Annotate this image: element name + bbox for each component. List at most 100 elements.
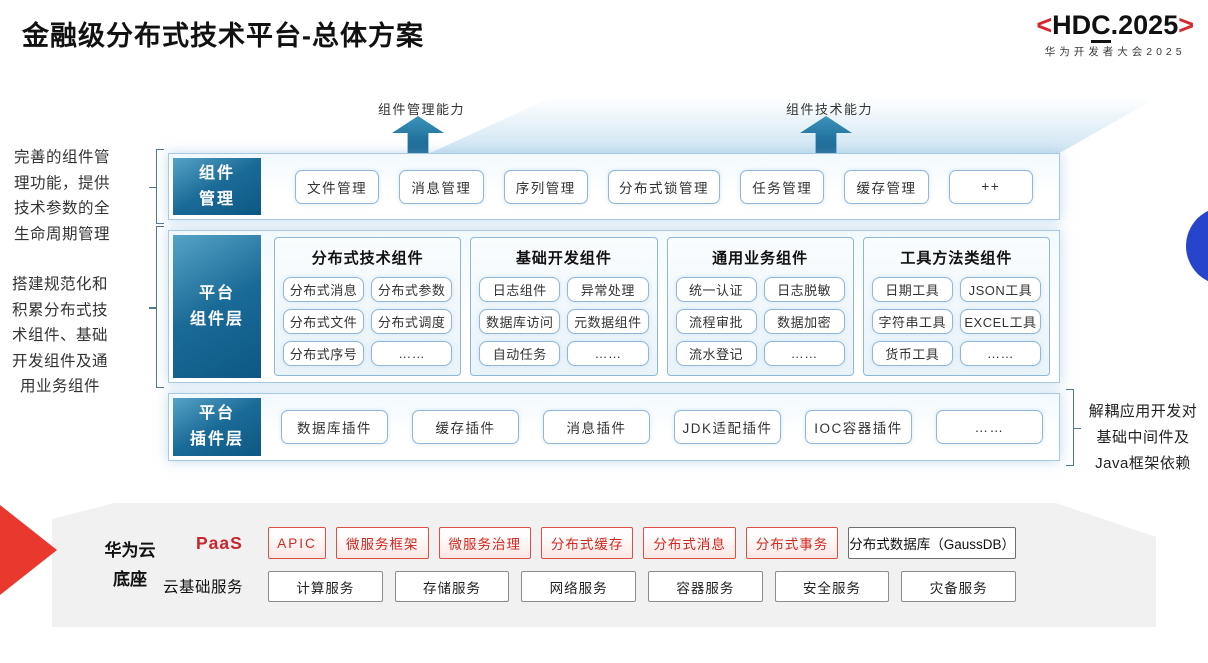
group-items: 日期工具 JSON工具 字符串工具 EXCEL工具 货币工具 …… [871, 277, 1041, 366]
paas-service-box: 分布式事务 [745, 527, 839, 559]
paas-service-box: 微服务治理 [438, 527, 531, 559]
cloud-services-label: 云基础服务 [163, 579, 244, 596]
group-items: 分布式消息 分布式参数 分布式文件 分布式调度 分布式序号 …… [283, 277, 453, 366]
platform-component-groups: 分布式技术组件 分布式消息 分布式参数 分布式文件 分布式调度 分布式序号 ……… [265, 231, 1059, 382]
plugin-box: IOC容器插件 [805, 410, 912, 444]
row-label-line: 组件层 [189, 310, 244, 328]
mgmt-capability-label: 组件管理能力 [378, 102, 466, 117]
note-line: 术组件、基础 [12, 327, 109, 344]
component-box: 日志组件 [479, 277, 561, 302]
hdc-2025-logo: <HDC.2025> 华为开发者大会2025 [1036, 10, 1194, 59]
hdc-text-hd: HD [1052, 10, 1092, 40]
cloud-service-box: 网络服务 [521, 571, 637, 602]
cloud-service-box: 灾备服务 [901, 571, 1017, 602]
component-box: 分布式序号 [283, 341, 365, 366]
note-line: 搭建规范化和 [12, 276, 109, 293]
component-box: EXCEL工具 [959, 309, 1041, 334]
huawei-cloud-foundation-label: 华为云 底座 [96, 536, 164, 594]
note-line: 解耦应用开发对 [1088, 403, 1198, 420]
note-line: 用业务组件 [20, 378, 101, 395]
note-line: 开发组件及通 [12, 352, 109, 370]
component-box: 分布式调度 [371, 309, 453, 334]
group-title: 基础开发组件 [515, 250, 612, 267]
component-box: 分布式锁管理 [607, 169, 721, 204]
hdc-subtitle: 华为开发者大会2025 [1044, 46, 1186, 58]
page-title: 金融级分布式技术平台-总体方案 [22, 21, 424, 51]
mgmt-capability-arrow-icon [392, 116, 444, 153]
huawei-cloud-foundation-panel [52, 503, 1156, 627]
group-items: 日志组件 异常处理 数据库访问 元数据组件 自动任务 …… [479, 277, 649, 366]
component-box: 分布式消息 [283, 277, 365, 302]
component-box: 自动任务 [479, 341, 561, 366]
note-line: 技术参数的全 [14, 200, 111, 217]
component-box: 日期工具 [871, 277, 953, 302]
plugin-box: …… [936, 410, 1043, 444]
platform-component-row: 平台 组件层 分布式技术组件 分布式消息 分布式参数 分布式文件 分布式调度 分… [168, 230, 1060, 383]
component-box: 数据库访问 [479, 309, 561, 334]
component-box: …… [371, 341, 453, 366]
note-line: 完善的组件管 [14, 149, 111, 166]
group-tool-methods: 工具方法类组件 日期工具 JSON工具 字符串工具 EXCEL工具 货币工具 …… [862, 237, 1050, 376]
plugin-box: 数据库插件 [281, 410, 388, 444]
note-component-management: 完善的组件管 理功能，提供 技术参数的全 生命周期管理 [14, 145, 110, 247]
component-box: 分布式文件 [283, 309, 365, 334]
foundation-label-line: 底座 [113, 570, 147, 589]
platform-plugin-row: 平台 插件层 数据库插件 缓存插件 消息插件 JDK适配插件 IOC容器插件 …… [168, 393, 1060, 461]
tech-capability-label: 组件技术能力 [786, 102, 874, 117]
bracket-left-row1 [149, 149, 164, 224]
platform-plugin-items: 数据库插件 缓存插件 消息插件 JDK适配插件 IOC容器插件 …… [265, 394, 1059, 460]
component-box: 元数据组件 [567, 309, 649, 334]
paas-label: PaaS [196, 533, 243, 553]
row-label-line: 平台 [198, 284, 235, 302]
note-line: 生命周期管理 [14, 225, 111, 243]
component-box: ++ [948, 169, 1033, 204]
plugin-box: 消息插件 [543, 410, 650, 444]
platform-component-row-label: 平台 组件层 [173, 235, 261, 378]
component-box: 流程审批 [675, 309, 757, 334]
group-items: 统一认证 日志脱敏 流程审批 数据加密 流水登记 …… [675, 277, 845, 366]
component-box: 日志脱敏 [763, 277, 845, 302]
component-box: JSON工具 [959, 277, 1041, 302]
bracket-left-row2 [149, 226, 164, 388]
group-common-business: 通用业务组件 统一认证 日志脱敏 流程审批 数据加密 流水登记 …… [666, 237, 854, 376]
gaussdb-box: 分布式数据库（GaussDB） [848, 527, 1017, 559]
row-label-line: 平台 [198, 405, 235, 422]
group-title: 分布式技术组件 [311, 250, 424, 267]
group-title: 工具方法类组件 [900, 250, 1013, 267]
component-box: 消息管理 [399, 169, 484, 204]
note-line: 基础中间件及 [1096, 429, 1190, 446]
plugin-box: JDK适配插件 [674, 410, 781, 444]
note-line: 理功能，提供 [14, 174, 111, 192]
row-label-line: 插件层 [189, 431, 244, 448]
hdc-text-c: C [1091, 10, 1111, 43]
note-line: Java框架依赖 [1095, 455, 1191, 472]
component-box: …… [567, 341, 649, 366]
cloud-service-box: 计算服务 [268, 571, 383, 602]
decorative-blue-circle [1186, 207, 1208, 285]
component-box: 数据加密 [763, 309, 845, 334]
component-box: 任务管理 [740, 169, 825, 204]
hdc-wordmark: <HDC.2025> [1036, 10, 1194, 43]
platform-top-face [428, 97, 1158, 154]
component-box: 字符串工具 [871, 309, 953, 334]
note-platform-components: 搭建规范化和 积累分布式技 术组件、基础 开发组件及通 用业务组件 [12, 272, 108, 400]
note-decoupling: 解耦应用开发对 基础中间件及 Java框架依赖 [1080, 399, 1206, 477]
component-box: 货币工具 [871, 341, 953, 366]
row-label-line: 管理 [198, 190, 235, 208]
component-box: 统一认证 [675, 277, 757, 302]
foundation-pointer-arrow-icon [0, 505, 57, 595]
note-line: 积累分布式技 [12, 301, 109, 319]
bracket-right-row3 [1066, 389, 1081, 466]
cloud-service-box: 容器服务 [648, 571, 763, 602]
group-title: 通用业务组件 [712, 250, 809, 267]
component-box: 序列管理 [503, 169, 588, 204]
paas-service-box: 微服务框架 [336, 527, 429, 559]
cloud-service-box: 安全服务 [774, 571, 890, 602]
paas-service-box: 分布式消息 [643, 527, 736, 559]
cloud-service-box: 存储服务 [394, 571, 510, 602]
component-box: 流水登记 [675, 341, 757, 366]
component-box: …… [959, 341, 1041, 366]
hdc-right-angle-icon: > [1178, 10, 1194, 40]
group-basic-dev: 基础开发组件 日志组件 异常处理 数据库访问 元数据组件 自动任务 …… [470, 237, 658, 376]
hdc-left-angle-icon: < [1036, 10, 1053, 40]
